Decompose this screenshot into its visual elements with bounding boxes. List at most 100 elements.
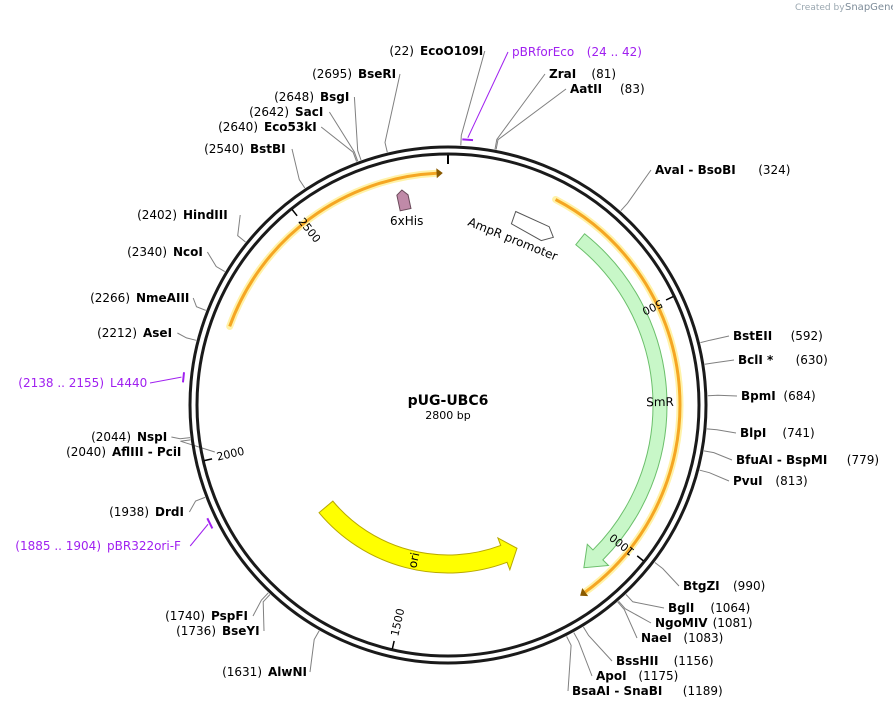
enzyme-name: BsgI [320, 90, 349, 104]
primer-leader [189, 523, 209, 547]
orf-left-feature [226, 168, 443, 330]
primer-range: (1885 .. 1904) [15, 539, 101, 553]
enzyme-name: NcoI [173, 245, 203, 259]
enzyme-apoi: ApoI(1175) [596, 669, 678, 683]
leader-ncoi [206, 251, 226, 273]
enzyme-name: NspI [137, 430, 167, 444]
enzyme-position: (1175) [638, 669, 678, 683]
leader-avai-bsobi [620, 169, 652, 212]
primer-name: pBRforEco [512, 45, 574, 59]
enzyme-position: (2642) [249, 105, 289, 119]
enzyme-bsteii: BstEII(592) [733, 329, 823, 343]
leader-zrai [494, 73, 546, 150]
enzyme-name: NmeAIII [136, 291, 189, 305]
enzyme-position: (324) [758, 163, 790, 177]
leader-bstbi [291, 148, 306, 189]
enzyme-position: (2640) [218, 120, 258, 134]
enzyme-position: (592) [791, 329, 823, 343]
enzyme-position: (1938) [109, 505, 149, 519]
enzyme-position: (1064) [710, 601, 750, 615]
enzyme-blpi: BlpI(741) [740, 426, 815, 440]
enzyme-pvui: PvuI (813) [733, 474, 808, 488]
primer-name: L4440 [110, 376, 147, 390]
enzyme-bseyi: BseYI(1736) [176, 624, 260, 638]
enzyme-position: (684) [783, 389, 815, 403]
enzyme-bseri: BseRI(2695) [312, 67, 396, 81]
enzyme-position: (1083) [683, 631, 723, 645]
enzyme-name: SacI [295, 105, 323, 119]
enzyme-saci: SacI (2642) [249, 105, 323, 119]
orf-right-body [554, 198, 682, 594]
leader-bfuai-bspmi [703, 450, 733, 461]
enzyme-position: (741) [782, 426, 814, 440]
orf-right-feature [552, 196, 684, 597]
leader-saci [328, 111, 359, 162]
enzyme-position: (81) [591, 67, 616, 81]
enzyme-name: AatII [570, 82, 602, 96]
leader-ecoo109i [460, 50, 486, 146]
leader-bgli [625, 594, 665, 609]
primer-l4440: (2138 .. 2155)L4440 [18, 372, 186, 390]
enzyme-position: (813) [775, 474, 807, 488]
leader-bsaai-snabi [566, 636, 572, 692]
enzyme-position: (2212) [97, 326, 137, 340]
enzyme-name: BsaAI - SnaBI [572, 684, 662, 698]
created-by-credit: Created by SnapGene [795, 2, 893, 13]
enzyme-name: PspFI [211, 609, 248, 623]
tick-500 [665, 295, 674, 301]
tick-1500 [391, 640, 395, 649]
center-label: pUG-UBC6 2800 bp [408, 393, 489, 422]
enzyme-name: ZraI [549, 67, 576, 81]
leader-bsgi [353, 96, 362, 161]
leader-drdi [188, 496, 206, 513]
enzyme-name: PvuI [733, 474, 763, 488]
enzyme-position: (2648) [274, 90, 314, 104]
credit-brand: SnapGene [845, 2, 893, 13]
leader-lines [171, 50, 738, 692]
enzyme-name: AvaI - BsoBI [655, 163, 736, 177]
ori-label: ori [405, 551, 422, 569]
enzyme-btgzi: BtgZI(990) [683, 579, 765, 593]
enzyme-position: (630) [796, 353, 828, 367]
inner-strand [195, 152, 701, 658]
six-his-label: 6xHis [390, 214, 423, 228]
enzyme-naei: NaeI(1083) [641, 631, 723, 645]
enzyme-ngomiv: NgoMIV(1081) [655, 616, 753, 630]
leader-naei [617, 601, 638, 639]
primer-pbrforeco: pBRforEco(24 .. 42) [462, 45, 642, 142]
enzyme-position: (2266) [90, 291, 130, 305]
enzyme-alwni: AlwNI(1631) [222, 665, 307, 679]
enzyme-zrai: ZraI (81) [549, 67, 616, 81]
smr-arrow [575, 233, 668, 569]
enzyme-position: (1631) [222, 665, 262, 679]
tick-label-1500: 1500 [388, 607, 407, 637]
enzyme-bfuai-bspmi: BfuAI - BspMI(779) [736, 453, 879, 467]
enzyme-bgli: BglI (1064) [668, 601, 750, 615]
enzyme-name: EcoO109I [420, 44, 483, 58]
leader-apoi [573, 632, 593, 677]
smr-label: SmR [646, 395, 674, 409]
enzyme-name: BclI * [738, 353, 774, 367]
enzyme-name: BseRI [358, 67, 396, 81]
enzyme-drdi: DrdI(1938) [109, 505, 184, 519]
enzyme-hindiii: HindIII(2402) [137, 208, 228, 222]
label-layer: EcoO109I(22)BseRI(2695)BsgI(2648)SacI(26… [15, 44, 879, 698]
leader-btgzi [654, 562, 680, 587]
enzyme-name: BglI [668, 601, 694, 615]
primer-mark [206, 517, 214, 529]
leader-afliii-pcii [180, 439, 215, 453]
leader-asei [177, 332, 197, 341]
enzyme-name: AseI [143, 326, 172, 340]
enzyme-position: (990) [733, 579, 765, 593]
leader-pvui [699, 469, 730, 482]
enzyme-avai-bsobi: AvaI - BsoBI (324) [655, 163, 790, 177]
primer-mark [181, 372, 186, 383]
orf-right-head [580, 588, 589, 597]
leader-bsteii [700, 335, 730, 344]
enzyme-name: BseYI [222, 624, 260, 638]
enzyme-bcli: BclI * (630) [738, 353, 828, 367]
leader-bpmi [707, 394, 738, 397]
enzyme-bsshii: BssHII(1156) [616, 654, 714, 668]
